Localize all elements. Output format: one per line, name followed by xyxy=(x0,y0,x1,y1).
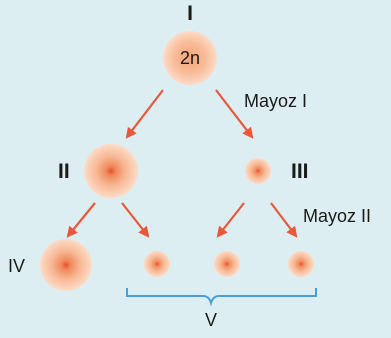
cell-v-1 xyxy=(144,251,170,277)
label-iv: IV xyxy=(8,256,25,276)
arrow-ii-to-cell xyxy=(121,202,150,238)
label-meiosis-one: Mayoz I xyxy=(244,91,307,111)
cell-v-3 xyxy=(288,251,314,277)
arrow-ii-to-iv xyxy=(66,202,96,238)
arrow-i-to-iii xyxy=(215,89,254,139)
cell-iv xyxy=(40,239,92,291)
cell-v-2 xyxy=(214,251,240,277)
label-i: I xyxy=(187,2,193,25)
label-ii: II xyxy=(58,160,70,183)
arrow-i-to-ii xyxy=(125,89,164,139)
cell-ii xyxy=(84,144,138,198)
label-parent-ploidy: 2n xyxy=(180,48,200,68)
cell-parent xyxy=(163,31,217,85)
label-meiosis-two: Mayoz II xyxy=(303,206,371,226)
arrow-iii-to-cell-left xyxy=(216,202,245,238)
label-v: V xyxy=(205,310,217,330)
label-iii: III xyxy=(291,160,309,183)
cell-iii xyxy=(245,158,271,184)
arrow-iii-to-cell-right xyxy=(270,202,298,238)
bracket-v xyxy=(126,288,317,307)
